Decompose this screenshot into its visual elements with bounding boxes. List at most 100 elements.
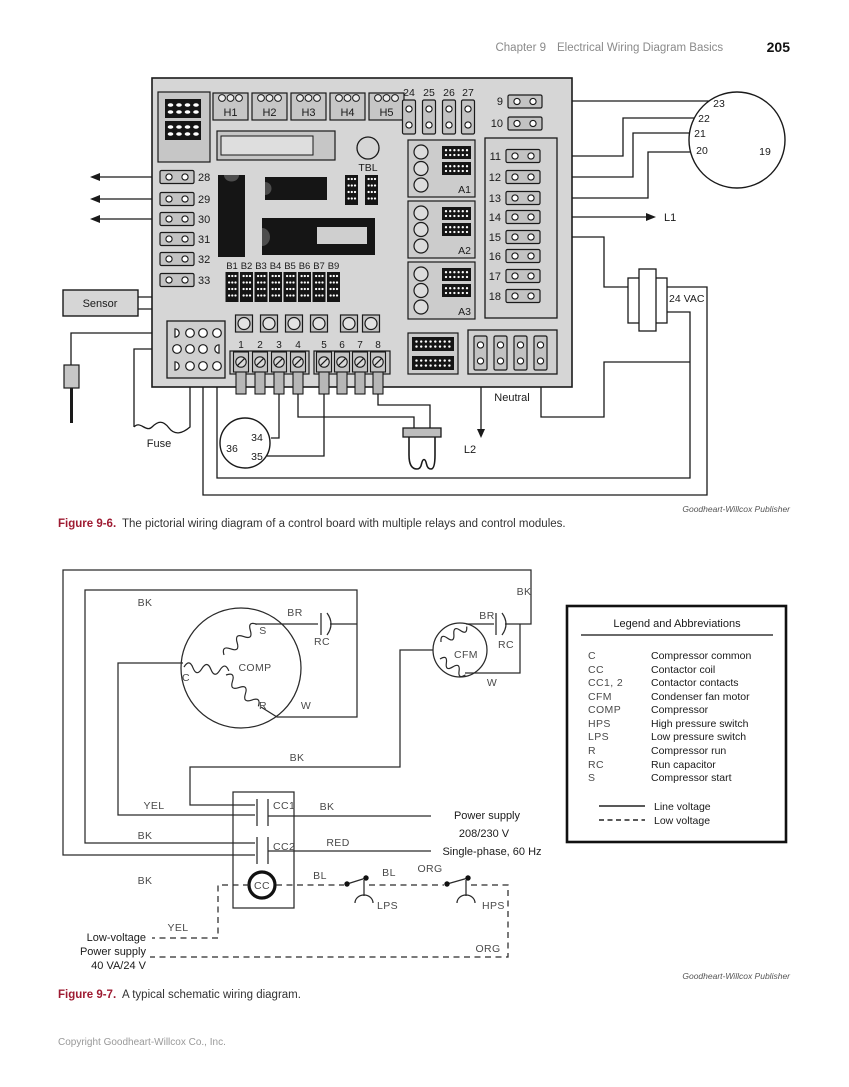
relay-modules: A1 A2 A3 bbox=[407, 140, 475, 375]
label-36: 36 bbox=[226, 443, 238, 455]
label-26: 26 bbox=[443, 87, 455, 99]
legend-desc-3: Condenser fan motor bbox=[651, 691, 750, 703]
wire-arrowheads bbox=[90, 173, 656, 438]
label-neutral: Neutral bbox=[494, 392, 529, 404]
power-supply-line3: Single-phase, 60 Hz bbox=[442, 846, 541, 858]
label-27: 27 bbox=[462, 87, 474, 99]
label-s-terminal: S bbox=[259, 625, 266, 637]
indicator-bulb bbox=[402, 427, 442, 470]
legend-line-voltage: Line voltage bbox=[654, 801, 711, 813]
label-sensor: Sensor bbox=[83, 298, 118, 310]
legend-abbr-7: R bbox=[588, 745, 596, 757]
label-33: 33 bbox=[198, 275, 210, 287]
label-25: 25 bbox=[423, 87, 435, 99]
legend-low-voltage: Low voltage bbox=[654, 815, 710, 827]
schematic-low-voltage-wires bbox=[150, 884, 509, 958]
label-t7: 7 bbox=[357, 340, 363, 351]
legend-desc-8: Run capacitor bbox=[651, 759, 716, 771]
legend-abbr-6: LPS bbox=[588, 731, 609, 743]
label-29: 29 bbox=[198, 194, 210, 206]
label-16: 16 bbox=[489, 251, 501, 263]
label-24vac: 24 VAC bbox=[669, 293, 705, 305]
label-b4: B4 bbox=[270, 261, 282, 272]
label-yel-1: YEL bbox=[143, 800, 164, 812]
transformer-24vac: 24 VAC bbox=[627, 268, 705, 332]
lv-supply-line3: 40 VA/24 V bbox=[91, 960, 146, 972]
label-bk-5: BK bbox=[138, 830, 153, 842]
figure-9-6: H1 H2 H3 H4 H5 TBL 24 25 26 27 28 29 30 … bbox=[58, 77, 791, 530]
contactor: CC1 CC2 CC bbox=[232, 791, 295, 909]
label-b7: B7 bbox=[313, 261, 325, 272]
neutral-strip: Neutral bbox=[467, 329, 558, 404]
label-a2: A2 bbox=[458, 245, 471, 257]
legend-abbr-1: CC bbox=[588, 664, 604, 676]
label-11: 11 bbox=[490, 151, 501, 163]
page-header: Chapter 9 Electrical Wiring Diagram Basi… bbox=[495, 39, 790, 55]
label-30: 30 bbox=[198, 214, 210, 226]
lv-supply-line2: Power supply bbox=[80, 946, 147, 958]
label-b2: B2 bbox=[241, 261, 253, 272]
label-org-1: ORG bbox=[417, 863, 442, 875]
figure6-caption-text: The pictorial wiring diagram of a contro… bbox=[122, 518, 566, 530]
sensor-probe bbox=[63, 364, 80, 389]
run-capacitor-comp bbox=[320, 612, 332, 636]
ic-chips bbox=[218, 175, 378, 257]
label-35: 35 bbox=[251, 451, 263, 463]
low-voltage-supply-annotation: Low-voltage Power supply 40 VA/24 V bbox=[80, 932, 147, 972]
label-22: 22 bbox=[698, 113, 710, 125]
label-32: 32 bbox=[198, 254, 210, 266]
label-h2: H2 bbox=[262, 107, 276, 119]
edge-connector-block bbox=[157, 91, 211, 163]
legend-desc-6: Low pressure switch bbox=[651, 731, 746, 743]
label-t1: 1 bbox=[238, 340, 244, 351]
label-b9: B9 bbox=[328, 261, 340, 272]
dip-module bbox=[407, 332, 459, 375]
figure7-credit: Goodheart-Willcox Publisher bbox=[682, 971, 791, 981]
label-b3: B3 bbox=[255, 261, 267, 272]
connector-h5: H5 bbox=[368, 92, 405, 121]
condenser-fan-motor: CFM bbox=[432, 622, 488, 678]
label-15: 15 bbox=[489, 232, 501, 244]
label-yel-2: YEL bbox=[167, 922, 188, 934]
header-chapter: Chapter 9 bbox=[495, 42, 546, 54]
label-w-2: W bbox=[487, 677, 497, 689]
label-b6: B6 bbox=[299, 261, 311, 272]
legend-desc-1: Contactor coil bbox=[651, 664, 715, 676]
figure-9-7: COMP S C R CFM CC1 CC2 CC LPS HPS BK BK … bbox=[58, 569, 791, 1001]
connector-h4: H4 bbox=[329, 92, 366, 121]
label-h1: H1 bbox=[223, 107, 237, 119]
label-cc1: CC1 bbox=[273, 800, 295, 812]
legend-desc-7: Compressor run bbox=[651, 745, 726, 757]
high-pressure-switch: HPS bbox=[444, 875, 504, 912]
rotary-dial: 23 22 21 20 19 bbox=[688, 91, 786, 189]
left-terminal-strip: 28 29 30 31 32 33 bbox=[159, 169, 210, 288]
label-bk-3: BK bbox=[290, 752, 305, 764]
pin-connector bbox=[166, 320, 226, 379]
legend-desc-0: Compressor common bbox=[651, 650, 752, 662]
label-cc: CC bbox=[254, 880, 270, 892]
label-t8: 8 bbox=[375, 340, 381, 351]
label-b1: B1 bbox=[226, 261, 238, 272]
legend-abbr-4: COMP bbox=[588, 704, 621, 716]
label-h5: H5 bbox=[379, 107, 393, 119]
legend-desc-5: High pressure switch bbox=[651, 718, 749, 730]
b-connector-row: B1 B2 B3 B4 B5 B6 B7 B9 bbox=[225, 261, 340, 302]
legend-desc-2: Contactor contacts bbox=[651, 677, 739, 689]
figure6-caption-label: Figure 9-6. bbox=[58, 518, 116, 530]
legend-desc-4: Compressor bbox=[651, 704, 709, 716]
label-t6: 6 bbox=[339, 340, 345, 351]
sensor-assembly: Sensor bbox=[62, 289, 139, 423]
label-34: 34 bbox=[251, 432, 263, 444]
figure6-credit: Goodheart-Willcox Publisher bbox=[682, 504, 791, 514]
label-hps: HPS bbox=[482, 900, 505, 912]
label-rc-1: RC bbox=[314, 636, 330, 648]
label-19: 19 bbox=[759, 146, 771, 158]
low-pressure-switch: LPS bbox=[344, 875, 398, 912]
legend-desc-9: Compressor start bbox=[651, 772, 732, 784]
label-h4: H4 bbox=[340, 107, 354, 119]
lv-supply-line1: Low-voltage bbox=[87, 932, 146, 944]
legend-abbr-5: HPS bbox=[588, 718, 611, 730]
label-red: RED bbox=[326, 837, 349, 849]
label-h3: H3 bbox=[301, 107, 315, 119]
